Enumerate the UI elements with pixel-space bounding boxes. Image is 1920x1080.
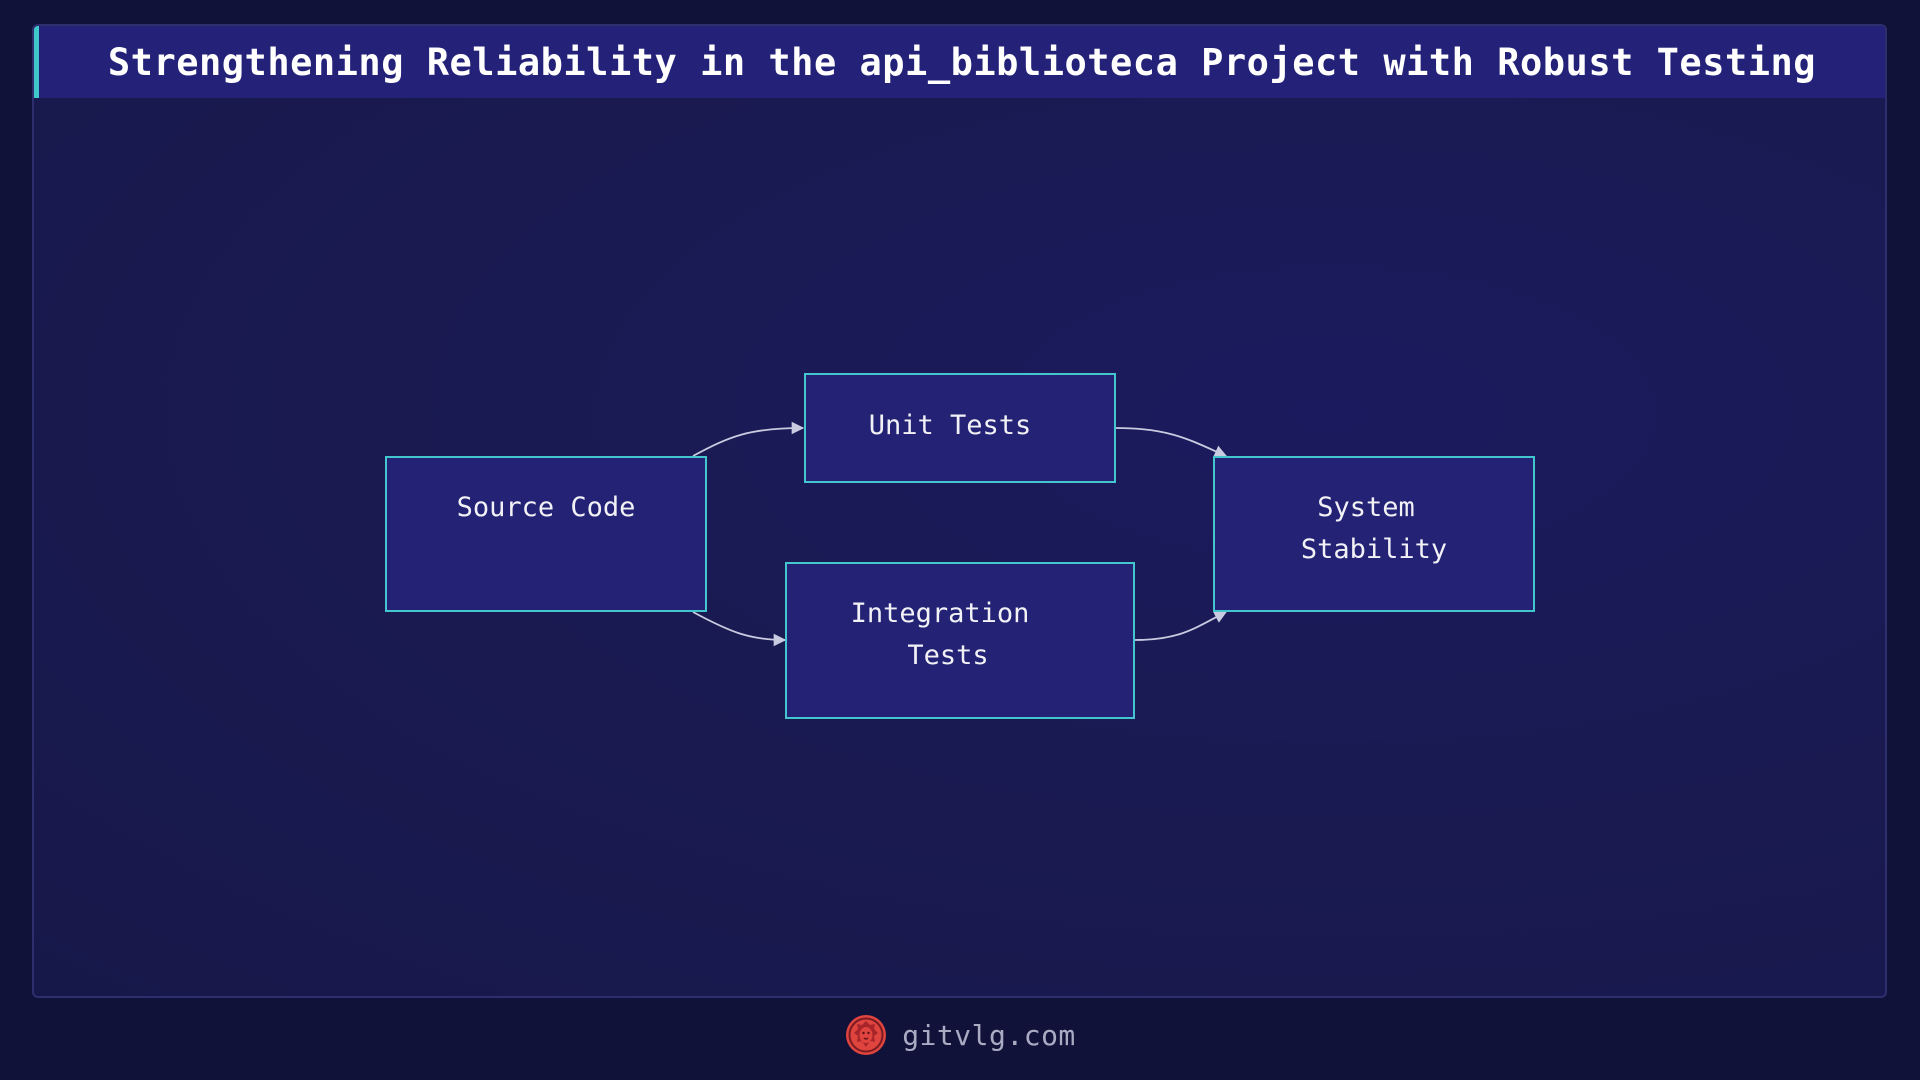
footer: gitvlg.com bbox=[0, 1010, 1920, 1060]
title-bar: Strengthening Reliability in the api_bib… bbox=[34, 26, 1885, 98]
lion-logo-icon bbox=[846, 1015, 887, 1055]
page-title: Strengthening Reliability in the api_bib… bbox=[107, 40, 1817, 84]
slide-panel: Strengthening Reliability in the api_bib… bbox=[32, 24, 1887, 998]
footer-site-link[interactable]: gitvlg.com bbox=[902, 1018, 1076, 1052]
